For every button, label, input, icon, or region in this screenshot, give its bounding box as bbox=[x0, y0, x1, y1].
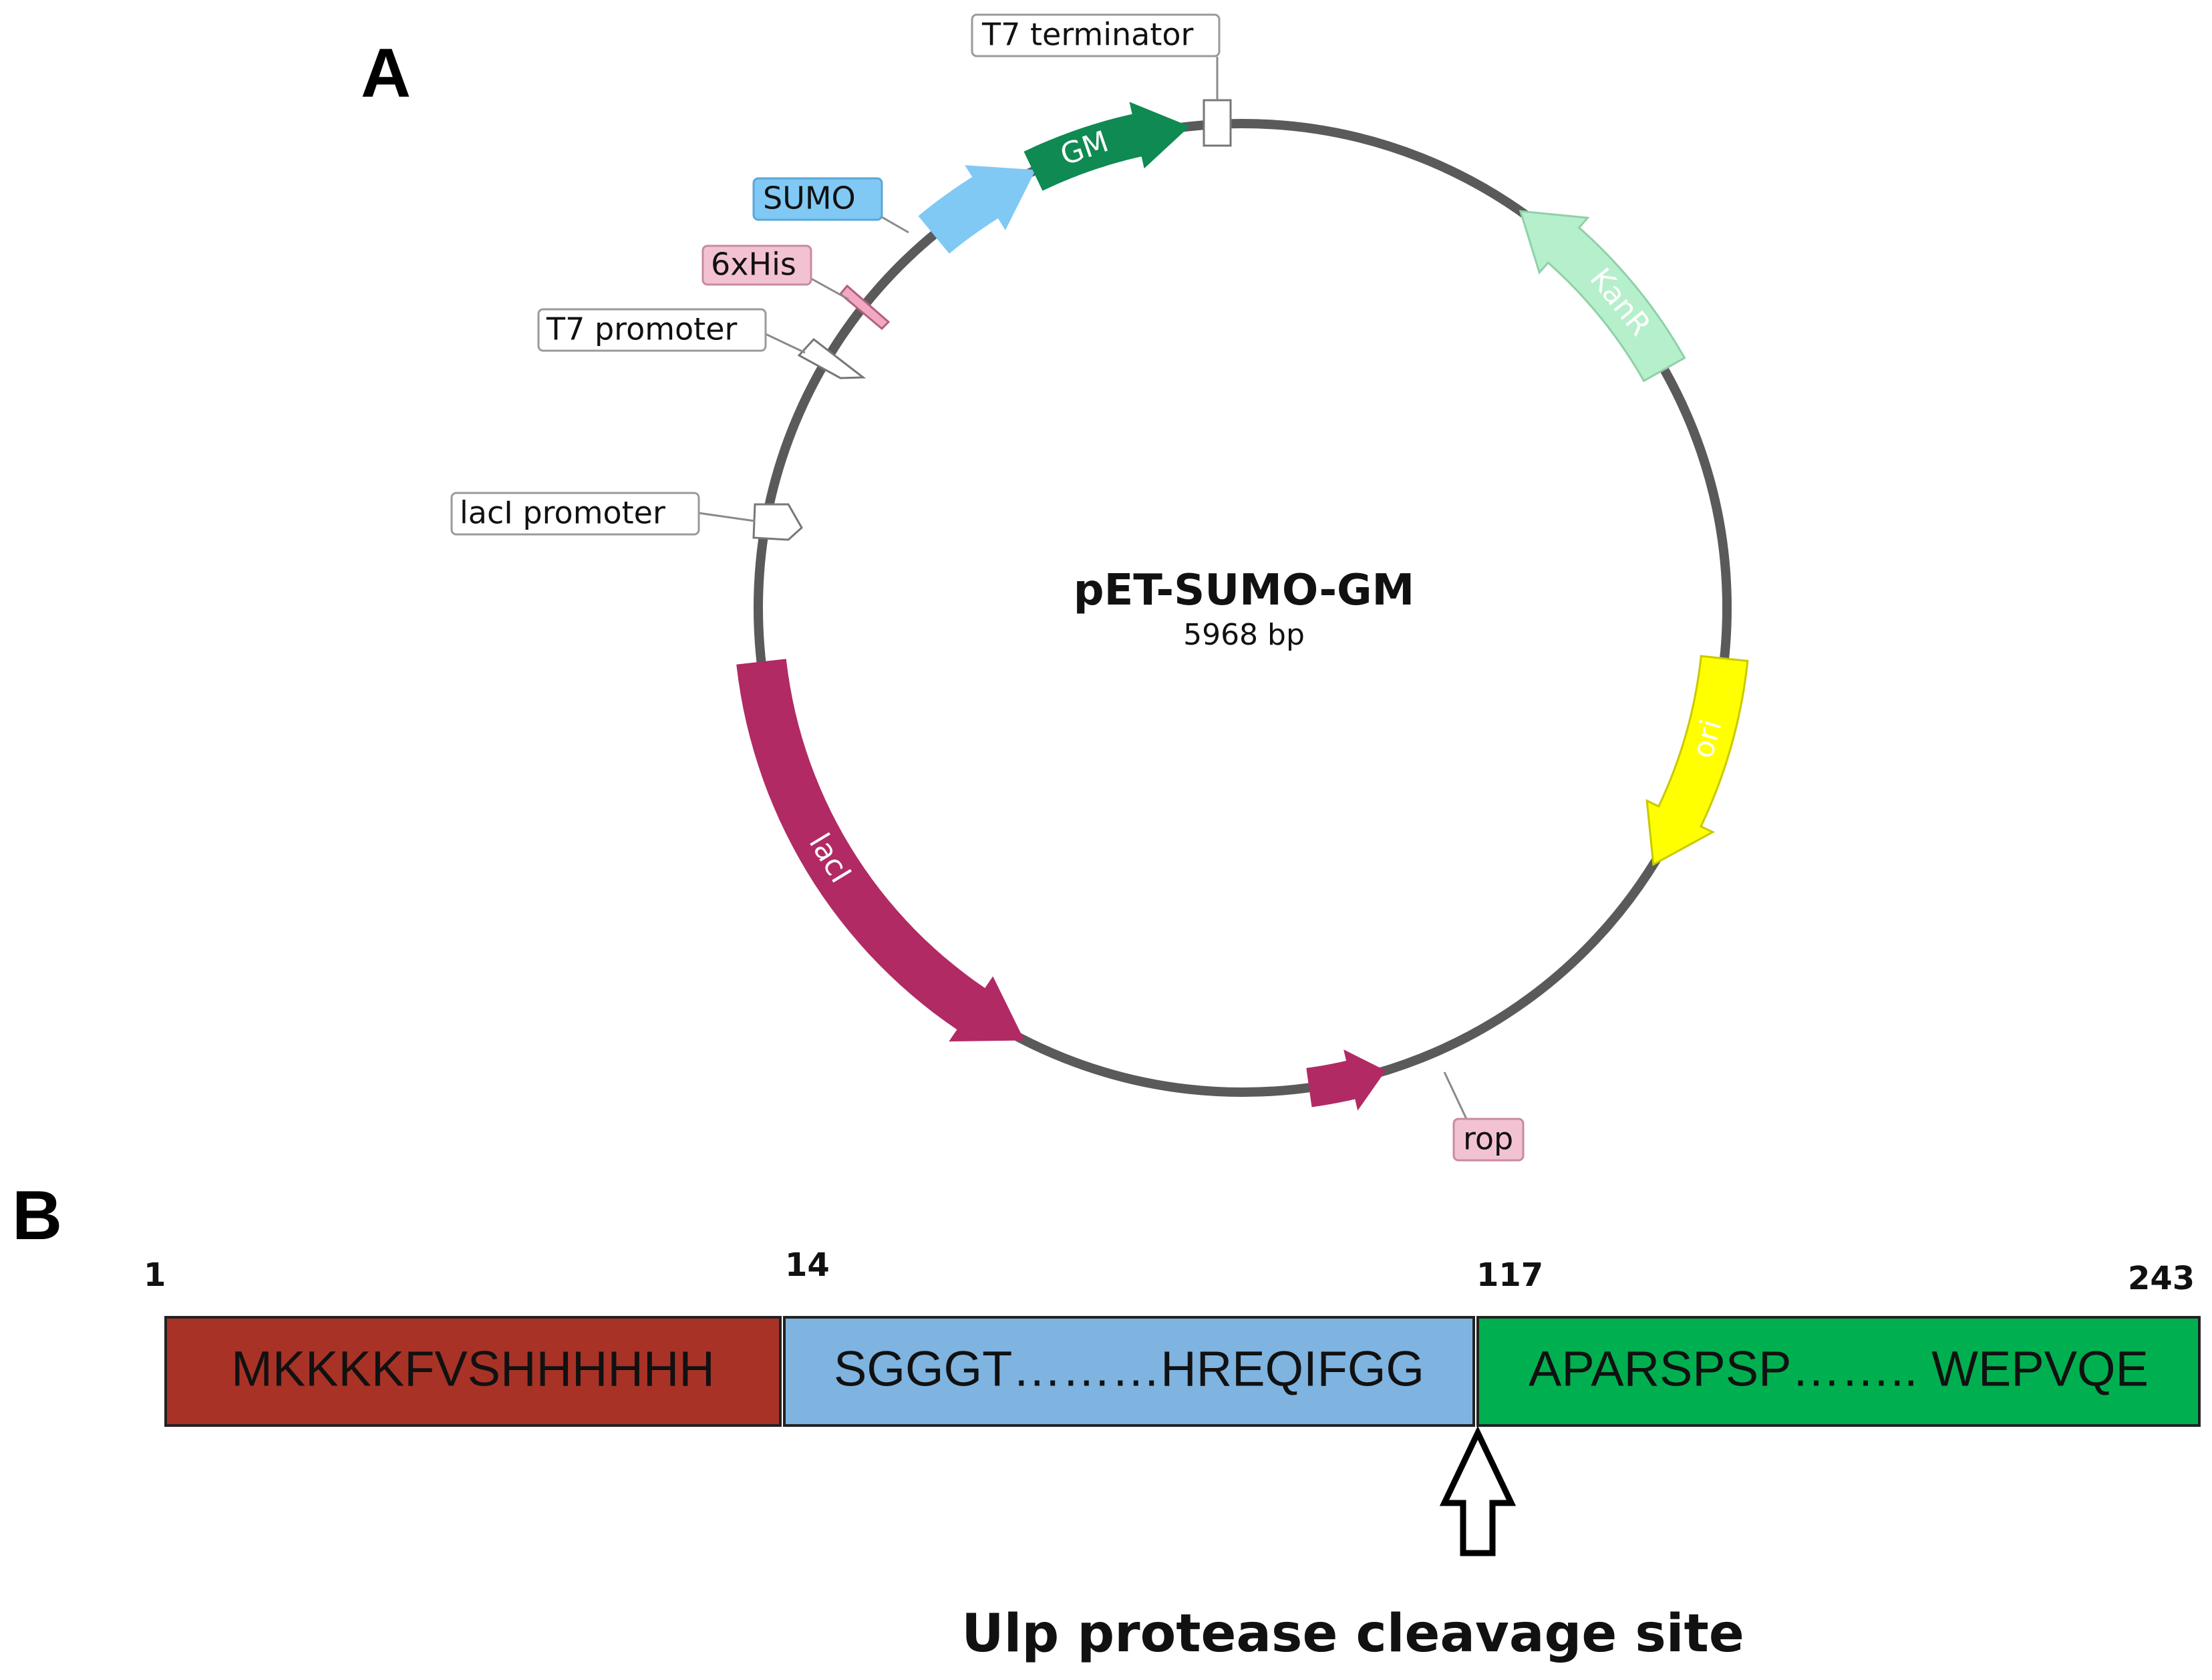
callout-t7-promoter: T7 promoter bbox=[537, 308, 767, 352]
cleavage-arrow bbox=[1439, 1425, 1517, 1556]
callout-sumo: SUMO bbox=[752, 177, 883, 221]
callout-his6-text: 6xHis bbox=[711, 246, 796, 283]
plasmid-size: 5968 bp bbox=[1183, 618, 1305, 652]
cleavage-label: Ulp protease cleavage site bbox=[961, 1604, 1744, 1664]
position-243: 243 bbox=[2128, 1260, 2195, 1297]
callout-laci-promoter: lacI promoter bbox=[450, 492, 700, 536]
feature-arrow-sumo bbox=[918, 165, 1036, 254]
feature-arrow-rop bbox=[1306, 1049, 1386, 1111]
callout-box bbox=[752, 177, 883, 221]
callout-t7-terminator: T7 terminator bbox=[971, 13, 1221, 57]
callout-sumo-text: SUMO bbox=[763, 180, 856, 216]
callout-box bbox=[537, 308, 767, 352]
callout-his6: 6xHis bbox=[701, 244, 812, 286]
callout-box bbox=[1452, 1118, 1525, 1162]
segment-his-tag-text: MKKKKFVSHHHHHH bbox=[231, 1341, 715, 1397]
segment-sumo-text: SGGGT………HREQIFGG bbox=[834, 1341, 1424, 1397]
feature-arrow-gm bbox=[1023, 102, 1190, 191]
leader-lines bbox=[698, 57, 1468, 1120]
t7-terminator-mark bbox=[1203, 99, 1232, 147]
feature-arrow-kanr bbox=[1519, 210, 1686, 383]
callout-rop: rop bbox=[1452, 1118, 1525, 1162]
callout-t7-terminator-text: T7 terminator bbox=[981, 17, 1194, 53]
plasmid-name: pET-SUMO-GM bbox=[1074, 566, 1414, 615]
panel-a-letter: A bbox=[361, 35, 411, 112]
segment-his-tag-box bbox=[164, 1316, 782, 1427]
panel-b-letter: B bbox=[12, 1177, 62, 1254]
his6-mark bbox=[838, 284, 891, 331]
segment-sumo-box bbox=[783, 1316, 1475, 1427]
callout-box bbox=[701, 244, 812, 286]
segment-his-tag: MKKKKFVSHHHHHH bbox=[164, 1316, 782, 1427]
position-1: 1 bbox=[144, 1256, 166, 1294]
feature-arrow-ori bbox=[1645, 655, 1749, 866]
segment-gm-box bbox=[1476, 1316, 2201, 1427]
plasmid-backbone bbox=[754, 119, 1732, 1097]
segment-gm: APARSPSP…….. WEPVQE bbox=[1476, 1316, 2201, 1427]
callout-box bbox=[971, 13, 1221, 57]
callout-t7-promoter-text: T7 promoter bbox=[546, 311, 738, 347]
laci-promoter-mark bbox=[752, 503, 803, 541]
callout-rop-text: rop bbox=[1463, 1121, 1513, 1157]
position-14: 14 bbox=[785, 1246, 830, 1284]
t7-promoter-mark bbox=[797, 337, 866, 379]
feature-arrow-laci bbox=[736, 659, 1025, 1042]
segment-gm-text: APARSPSP…….. WEPVQE bbox=[1529, 1341, 2149, 1397]
callout-laci-promoter-text: lacI promoter bbox=[460, 495, 665, 531]
segment-sumo: SGGGT………HREQIFGG bbox=[783, 1316, 1475, 1427]
callout-box bbox=[450, 492, 700, 536]
position-117: 117 bbox=[1476, 1256, 1543, 1294]
